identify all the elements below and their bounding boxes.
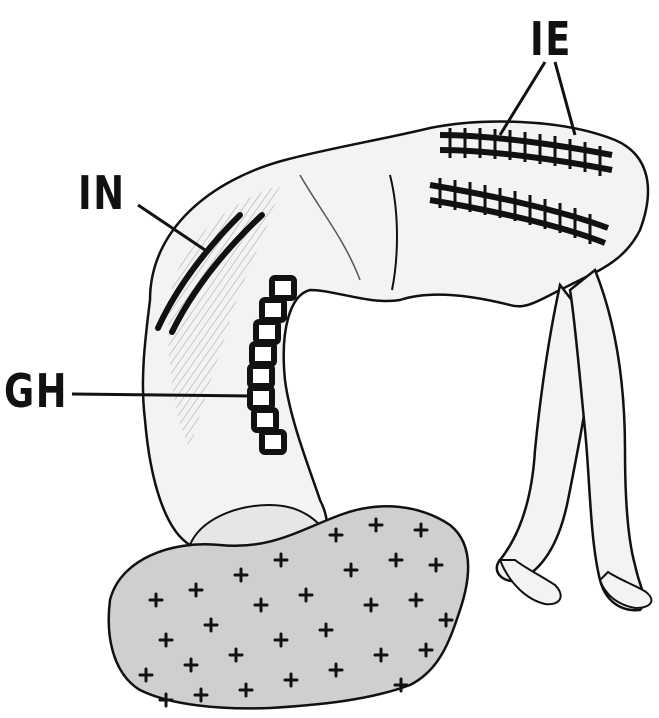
- label-gh: GH: [4, 368, 68, 414]
- cushion-area: [109, 506, 468, 708]
- gh-leader: [72, 394, 252, 396]
- cushion-shape: [109, 506, 468, 708]
- leg-back: [570, 270, 644, 610]
- ie-leader-right: [555, 62, 575, 135]
- label-ie: IE: [530, 16, 572, 62]
- label-in: IN: [78, 170, 126, 216]
